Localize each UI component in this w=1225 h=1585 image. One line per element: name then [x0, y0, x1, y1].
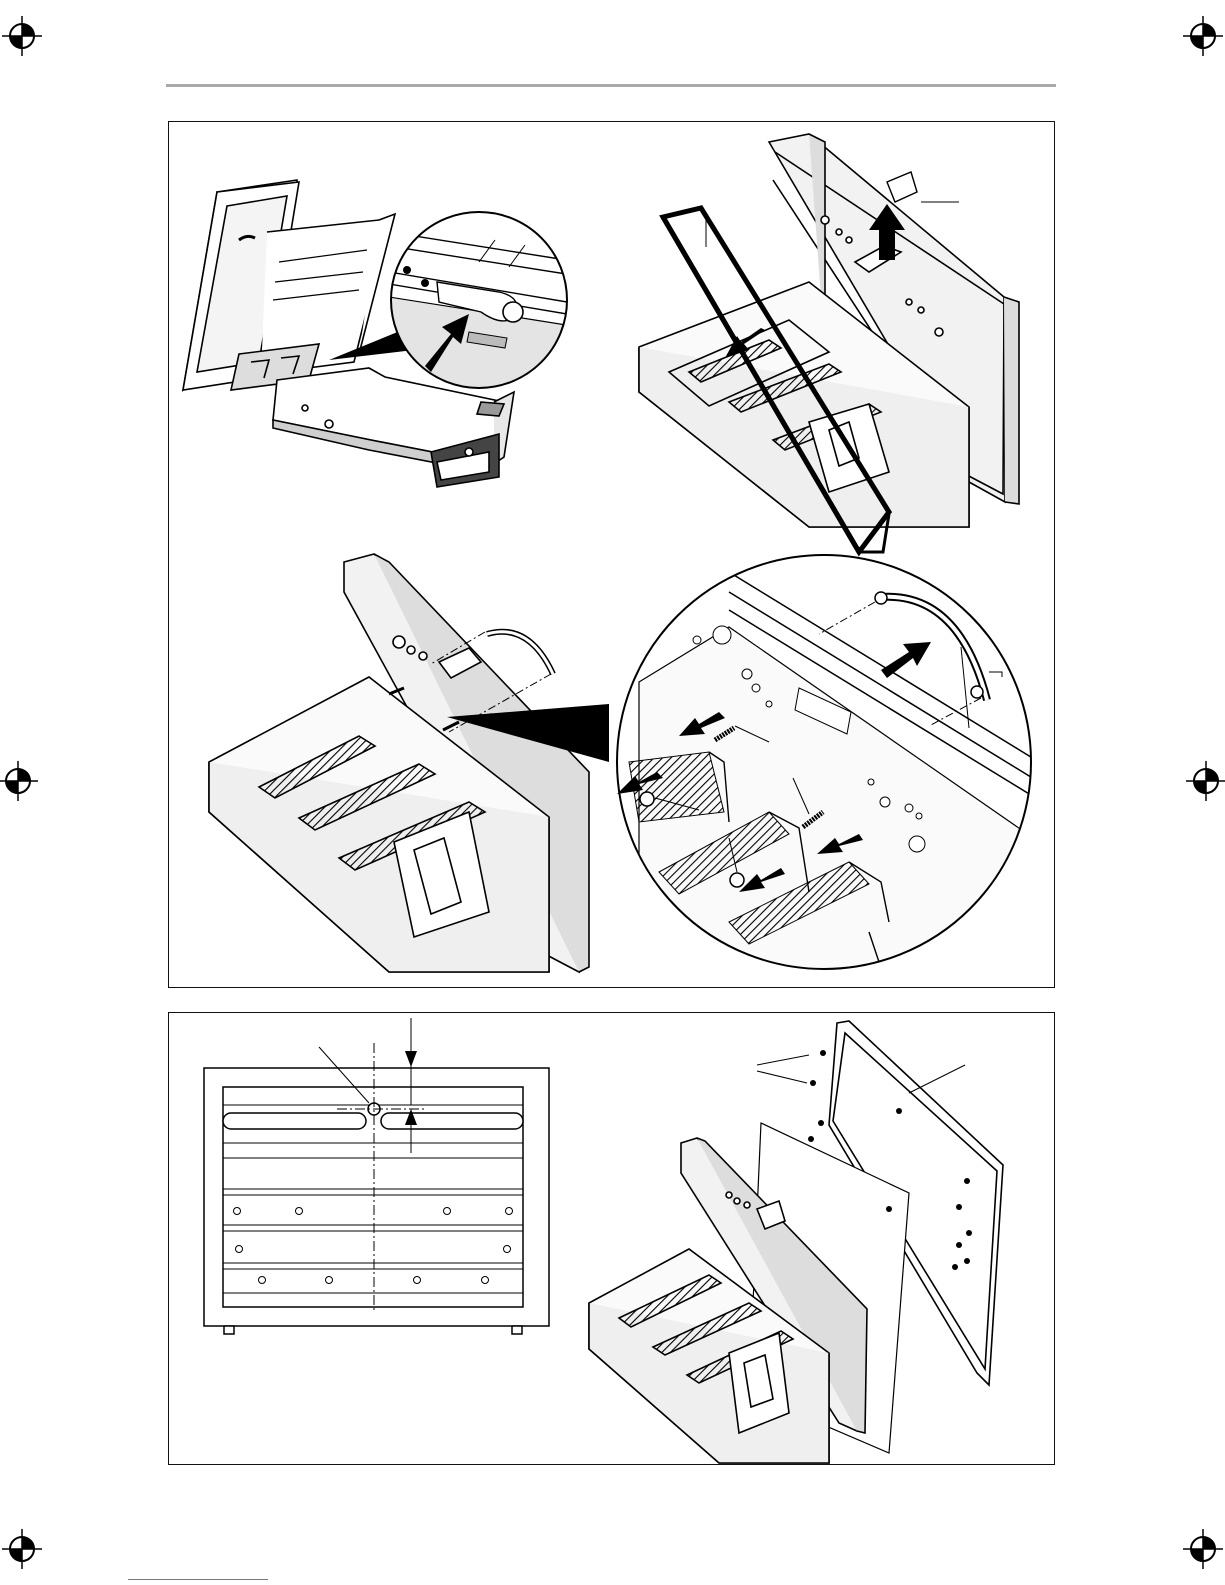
frame-removal-illustration — [639, 134, 1019, 527]
footer-link-underline — [128, 1578, 268, 1580]
registration-mark-icon — [0, 1527, 44, 1571]
bottom-panel-illustrations — [169, 1013, 1056, 1466]
figure-panel-top — [168, 121, 1055, 988]
figure-panel-bottom — [168, 1012, 1055, 1465]
top-panel-illustrations — [169, 122, 1056, 989]
header-rule — [166, 84, 1056, 87]
handle-detail-magnifier — [609, 552, 1039, 982]
registration-mark-icon — [0, 14, 44, 58]
registration-mark-icon — [1181, 14, 1225, 58]
handle-removal-illustration — [209, 554, 589, 972]
registration-mark-icon — [0, 759, 40, 803]
release-detail-magnifier — [379, 202, 589, 402]
front-panel-template — [204, 1068, 549, 1334]
registration-mark-icon — [1181, 1527, 1225, 1571]
registration-mark-icon — [1184, 759, 1225, 803]
decor-panel-fitting-illustration — [589, 1021, 1003, 1463]
